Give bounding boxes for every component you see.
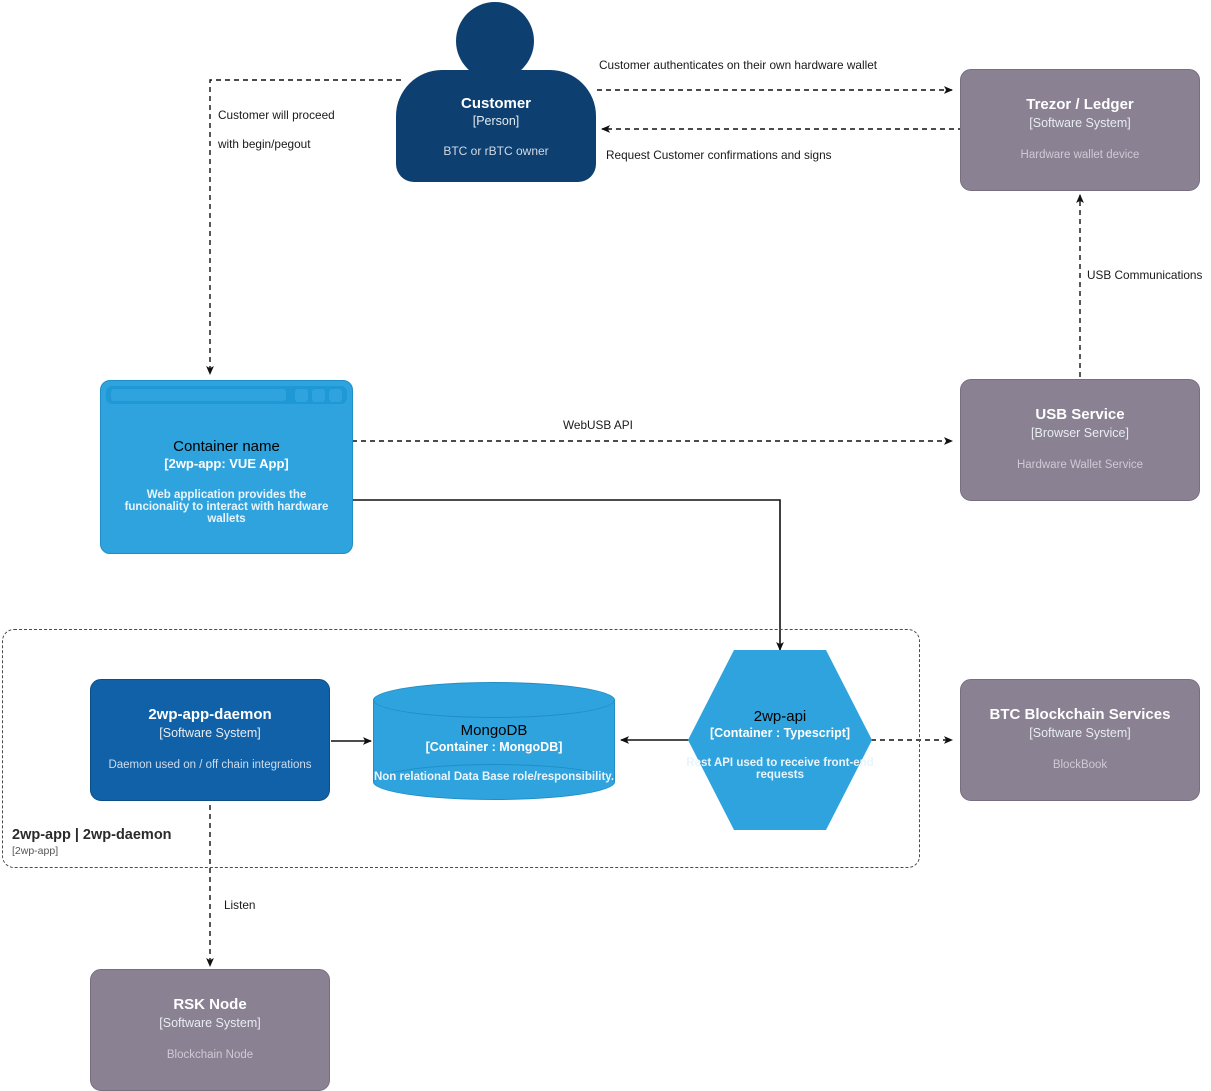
cylinder-bottom-ellipse: [373, 764, 615, 800]
node-trezor-ledger[interactable]: Trezor / Ledger [Software System] Hardwa…: [960, 69, 1200, 191]
browser-button-icon[interactable]: [329, 388, 342, 402]
edge-label-usb-communications: USB Communications: [1087, 268, 1203, 282]
node-description: BTC or rBTC owner: [443, 143, 549, 158]
node-type: [Software System]: [159, 725, 261, 740]
browser-address-bar[interactable]: [111, 389, 286, 401]
hexagon-shape: [688, 650, 872, 830]
node-type: [2wp-app: VUE App]: [164, 456, 289, 471]
node-container-name[interactable]: Container name [2wp-app: VUE App] Web ap…: [100, 380, 353, 554]
node-usb-service[interactable]: USB Service [Browser Service] Hardware W…: [960, 379, 1200, 501]
node-title: Customer: [460, 94, 531, 112]
edge-label-webusb-api: WebUSB API: [563, 418, 633, 432]
browser-content: Container name [2wp-app: VUE App] Web ap…: [106, 408, 347, 552]
edge-label-listen: Listen: [224, 898, 256, 912]
edge-label-customer-authenticates: Customer authenticates on their own hard…: [599, 58, 878, 72]
boundary-label: 2wp-app | 2wp-daemon [2wp-app]: [12, 827, 272, 857]
node-type: [Software System]: [1029, 725, 1131, 740]
node-type: [Container : Typescript]: [709, 726, 851, 740]
boundary-name: 2wp-app | 2wp-daemon: [12, 827, 172, 843]
node-description: Hardware Wallet Service: [1016, 459, 1144, 472]
cylinder-top-ellipse: [373, 682, 615, 718]
node-2wp-app-daemon[interactable]: 2wp-app-daemon [Software System] Daemon …: [90, 679, 330, 801]
node-title: RSK Node: [173, 996, 247, 1014]
node-type: [Person]: [472, 113, 520, 128]
person-body: Customer [Person] BTC or rBTC owner: [396, 70, 596, 182]
node-rsk-node[interactable]: RSK Node [Software System] Blockchain No…: [90, 969, 330, 1091]
node-mongodb[interactable]: MongoDB [Container : MongoDB] Non relati…: [373, 682, 615, 800]
node-title: 2wp-app-daemon: [148, 706, 272, 724]
browser-button-icon[interactable]: [312, 388, 325, 402]
edge-container-to-api: [341, 499, 784, 651]
node-description: Blockchain Node: [166, 1049, 254, 1062]
node-description: Rest API used to receive front-end reque…: [686, 757, 874, 781]
boundary-2wp-app: [2, 629, 920, 868]
browser-button-icon[interactable]: [295, 388, 308, 402]
node-title: BTC Blockchain Services: [989, 706, 1171, 724]
node-title: Trezor / Ledger: [1026, 96, 1134, 114]
node-type: [Browser Service]: [1031, 425, 1129, 440]
node-description: Non relational Data Base role/responsibi…: [373, 771, 615, 783]
node-title: USB Service: [1035, 406, 1125, 424]
node-type: [Container : MongoDB]: [425, 740, 563, 754]
node-2wp-api[interactable]: 2wp-api [Container : Typescript] Rest AP…: [686, 650, 874, 830]
boundary-type: [2wp-app]: [12, 845, 59, 857]
node-title: Container name: [173, 438, 280, 455]
node-btc-blockchain-services[interactable]: BTC Blockchain Services [Software System…: [960, 679, 1200, 801]
node-type: [Software System]: [1029, 115, 1131, 130]
edge-label-customer-proceed-line1: Customer will proceed: [218, 108, 335, 122]
node-description: Web application provides the funcionalit…: [124, 489, 329, 525]
browser-title-bar: [106, 386, 347, 404]
node-description: Hardware wallet device: [1020, 149, 1140, 162]
node-customer[interactable]: Customer [Person] BTC or rBTC owner: [396, 2, 596, 182]
node-title: MongoDB: [460, 722, 528, 739]
edge-label-customer-proceed-line2: with begin/pegout: [218, 137, 311, 151]
person-head-icon: [456, 2, 534, 80]
node-title: 2wp-api: [753, 708, 807, 725]
node-description: BlockBook: [1052, 759, 1108, 772]
hexagon-label: 2wp-api [Container : Typescript] Rest AP…: [676, 708, 884, 781]
edge-label-request-confirmations: Request Customer confirmations and signs: [606, 148, 832, 162]
node-type: [Software System]: [159, 1015, 261, 1030]
cylinder-label: MongoDB [Container : MongoDB] Non relati…: [373, 722, 615, 783]
node-description: Daemon used on / off chain integrations: [108, 759, 312, 772]
